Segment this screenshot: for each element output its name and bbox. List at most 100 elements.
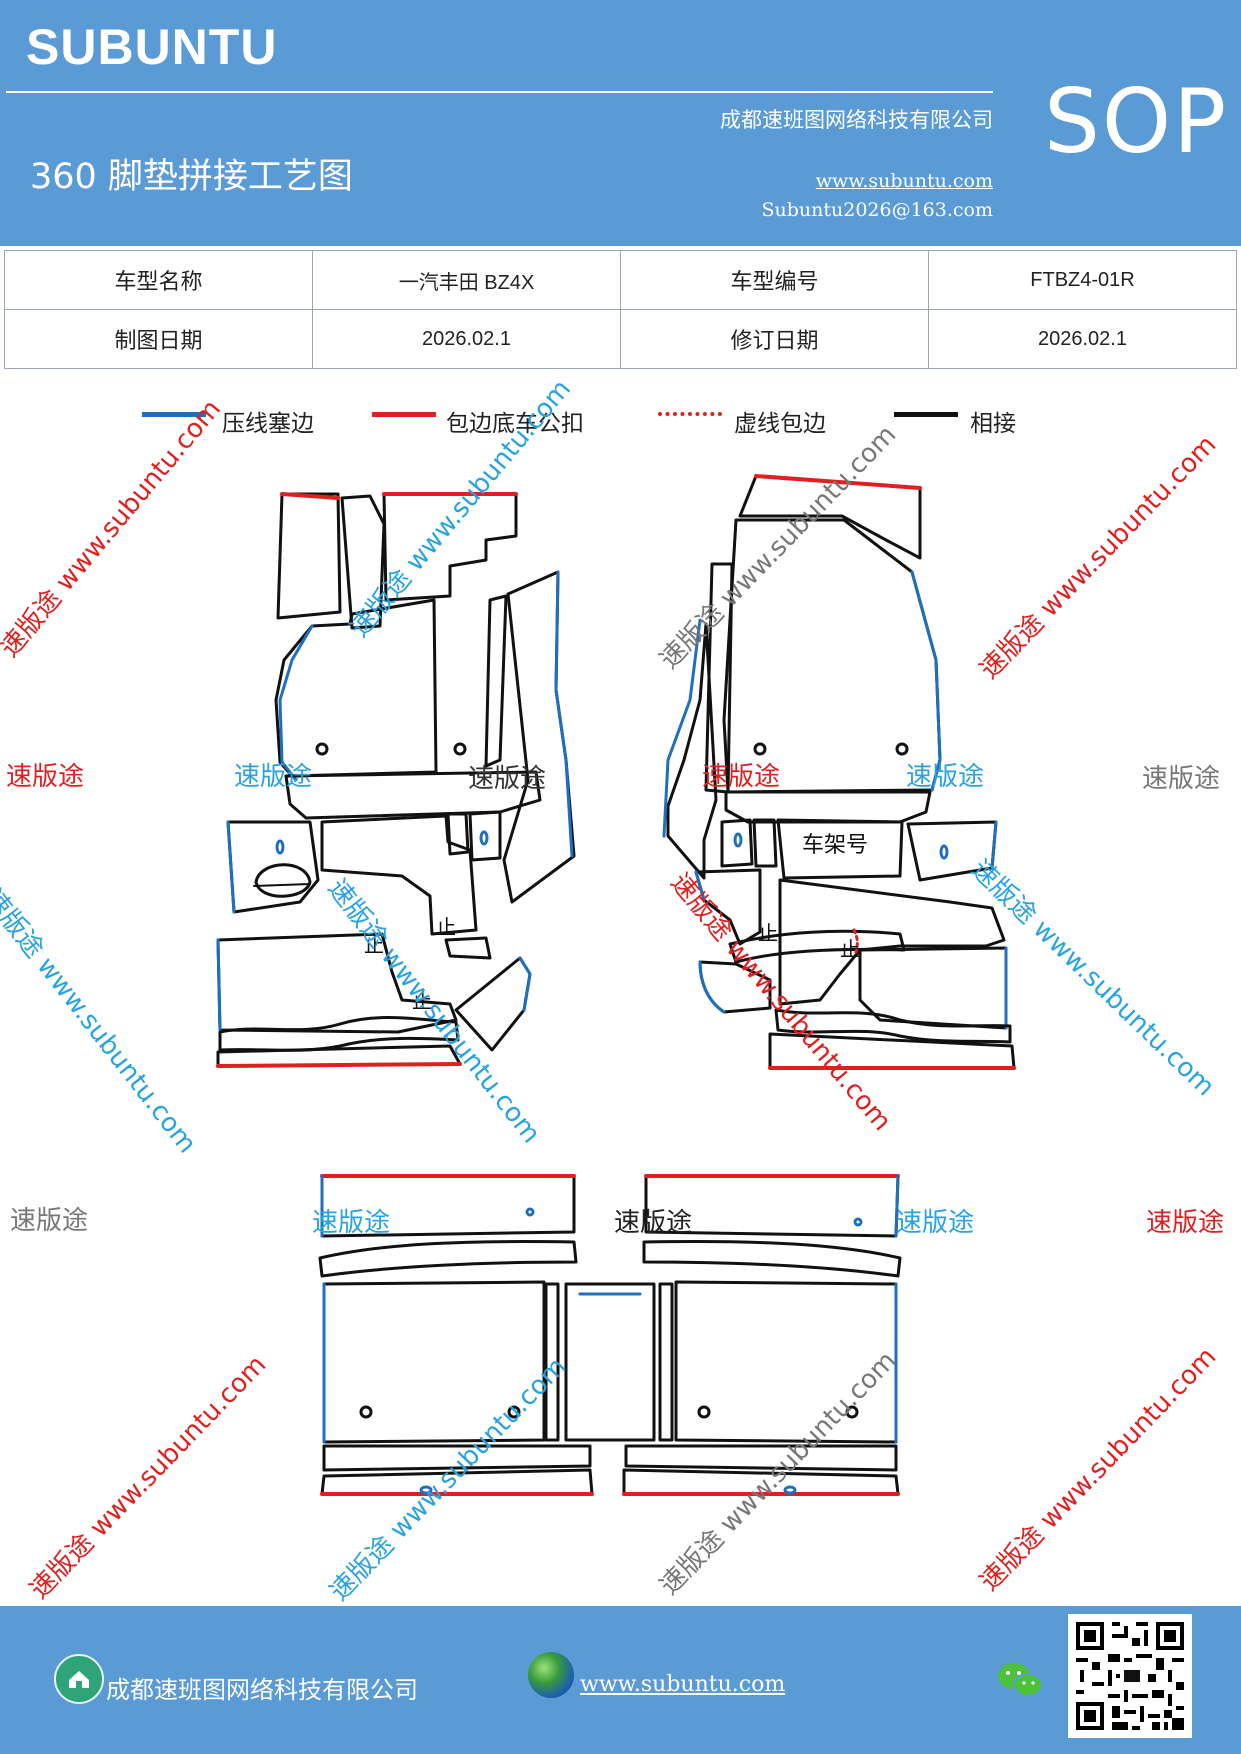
legend-label-dotted-edge: 虚线包边 [734,411,826,437]
model-name-label: 车型名称 [4,250,313,310]
driver-small-box [446,812,470,856]
stop-mark: 止 [758,921,778,945]
rear-left-lower [322,1444,592,1472]
rear-left-main [322,1280,546,1444]
passenger-lower-side [698,960,772,1014]
passenger-lower-side-edge [698,960,726,1014]
driver-oval-mark [275,839,285,855]
passenger-oval-mark [939,844,949,860]
driver-grommet [315,742,329,756]
stop-mark: 止 [840,937,860,961]
draw-date-value: 2026.02.1 [312,309,621,369]
stop-mark: 止 [412,989,432,1013]
model-code-value: FTBZ4-01R [928,250,1237,310]
table-row: 车型名称 一汽丰田 BZ4X 车型编号 FTBZ4-01R [4,250,1237,310]
driver-bottom-wrap-edge [216,1062,462,1068]
driver-corner-wedge-edge [518,956,532,1012]
wechat-icon[interactable] [996,1660,1044,1700]
rear-left-top [320,1174,576,1238]
page-title: 360 脚垫拼接工艺图 [30,157,353,197]
brand-logo: SUBUNTU [26,19,278,75]
rear-grommet [359,1405,373,1419]
footer-website-link[interactable]: www.subuntu.com [580,1672,786,1697]
table-row: 制图日期 2026.02.1 修订日期 2026.02.1 [4,309,1237,369]
footer-company: 成都速班图网络科技有限公司 [106,1676,418,1704]
legend-label-wrap-edge: 包边底车公扣 [446,411,584,437]
passenger-bottom-strip [768,1032,1016,1070]
driver-pedal-ellipse [254,863,312,898]
driver-pedal-pocket [320,814,478,936]
driver-main-mat-press-edge [278,624,314,782]
passenger-oval-mark [733,832,743,848]
info-table: 车型名称 一汽丰田 BZ4X 车型编号 FTBZ4-01R 制图日期 2026.… [4,250,1237,369]
model-code-label: 车型编号 [620,250,929,310]
header-company: 成都速班图网络科技有限公司 [720,108,993,132]
passenger-right-wing-edge [990,820,998,870]
rear-right-strip [658,1282,674,1442]
legend-label-joint: 相接 [970,411,1016,437]
driver-grommet [453,742,467,756]
passenger-top-panel [738,474,922,560]
driver-pedal-ellipse-inner [253,883,311,887]
frame-number-label: 车架号 [802,833,868,858]
driver-strip [340,494,386,630]
driver-lower-panel [216,932,458,1034]
legend-label-press-line: 压线塞边 [222,411,314,437]
passenger-left-tunnel [666,622,718,880]
rear-grommet [853,1217,863,1227]
revise-date-label: 修订日期 [620,309,929,369]
sop-label: SOP [1044,70,1229,173]
model-name-value: 一汽丰田 BZ4X [312,250,621,310]
revise-date-value: 2026.02.1 [928,309,1237,369]
header-divider [6,91,993,93]
passenger-box [720,818,754,868]
globe-icon [528,1652,574,1698]
rear-grommet [697,1405,711,1419]
passenger-dotted-edge [852,928,859,954]
rear-left-strip [544,1282,560,1442]
passenger-grommet [753,742,767,756]
driver-tunnel-strip [444,936,492,960]
rear-right-lower [624,1444,898,1472]
passenger-side-mat [662,474,1016,1070]
rear-left-band [318,1240,578,1278]
passenger-right-lower [858,946,1008,1030]
driver-left-wing-edge [226,820,236,914]
rear-left-bottom [320,1468,594,1496]
qr-code [1068,1614,1192,1738]
legend-swatch-press-line [142,412,206,417]
passenger-right-wing [906,820,998,882]
legend: 压线塞边 包边底车公扣 虚线包边 相接 [0,400,1241,440]
passenger-frame-panel [776,818,904,880]
stop-mark: 止 [364,933,384,957]
floor-mat-diagram: 止 止 止 止 止 车架号 [216,474,1016,1496]
draw-date-label: 制图日期 [4,309,313,369]
passenger-grommet [895,742,909,756]
driver-corner-wedge [454,956,532,1052]
rear-right-top-side [894,1174,900,1238]
rear-grommet [845,1405,859,1419]
driver-heel-pad [276,492,342,620]
passenger-top-wrap-edge [754,474,922,490]
header-website-link[interactable]: www.subuntu.com [815,170,993,192]
driver-tunnel-press-edge [554,570,574,858]
legend-swatch-dotted-edge [658,412,722,416]
header-banner: SUBUNTU 成都速班图网络科技有限公司 360 脚垫拼接工艺图 www.su… [0,0,1241,246]
passenger-lower-panel [778,878,1006,1006]
passenger-lower-left [694,868,762,946]
rear-right-bottom [622,1468,900,1496]
driver-upper-panel [382,492,518,602]
driver-side-mat [216,492,576,1068]
passenger-box [752,818,778,868]
rear-right-main [674,1280,898,1444]
driver-oval-mark [479,830,489,846]
rear-grommet [507,1405,521,1419]
driver-lower-press-edge [216,938,222,1032]
rear-center-tunnel [564,1282,656,1442]
driver-heel-pad-edge [280,492,340,500]
rear-oval-mark [783,1485,797,1495]
rear-grommet [525,1207,535,1217]
header-email: Subuntu2026@163.com [761,199,993,221]
passenger-mid-band [724,790,932,824]
rear-mats [318,1174,902,1496]
